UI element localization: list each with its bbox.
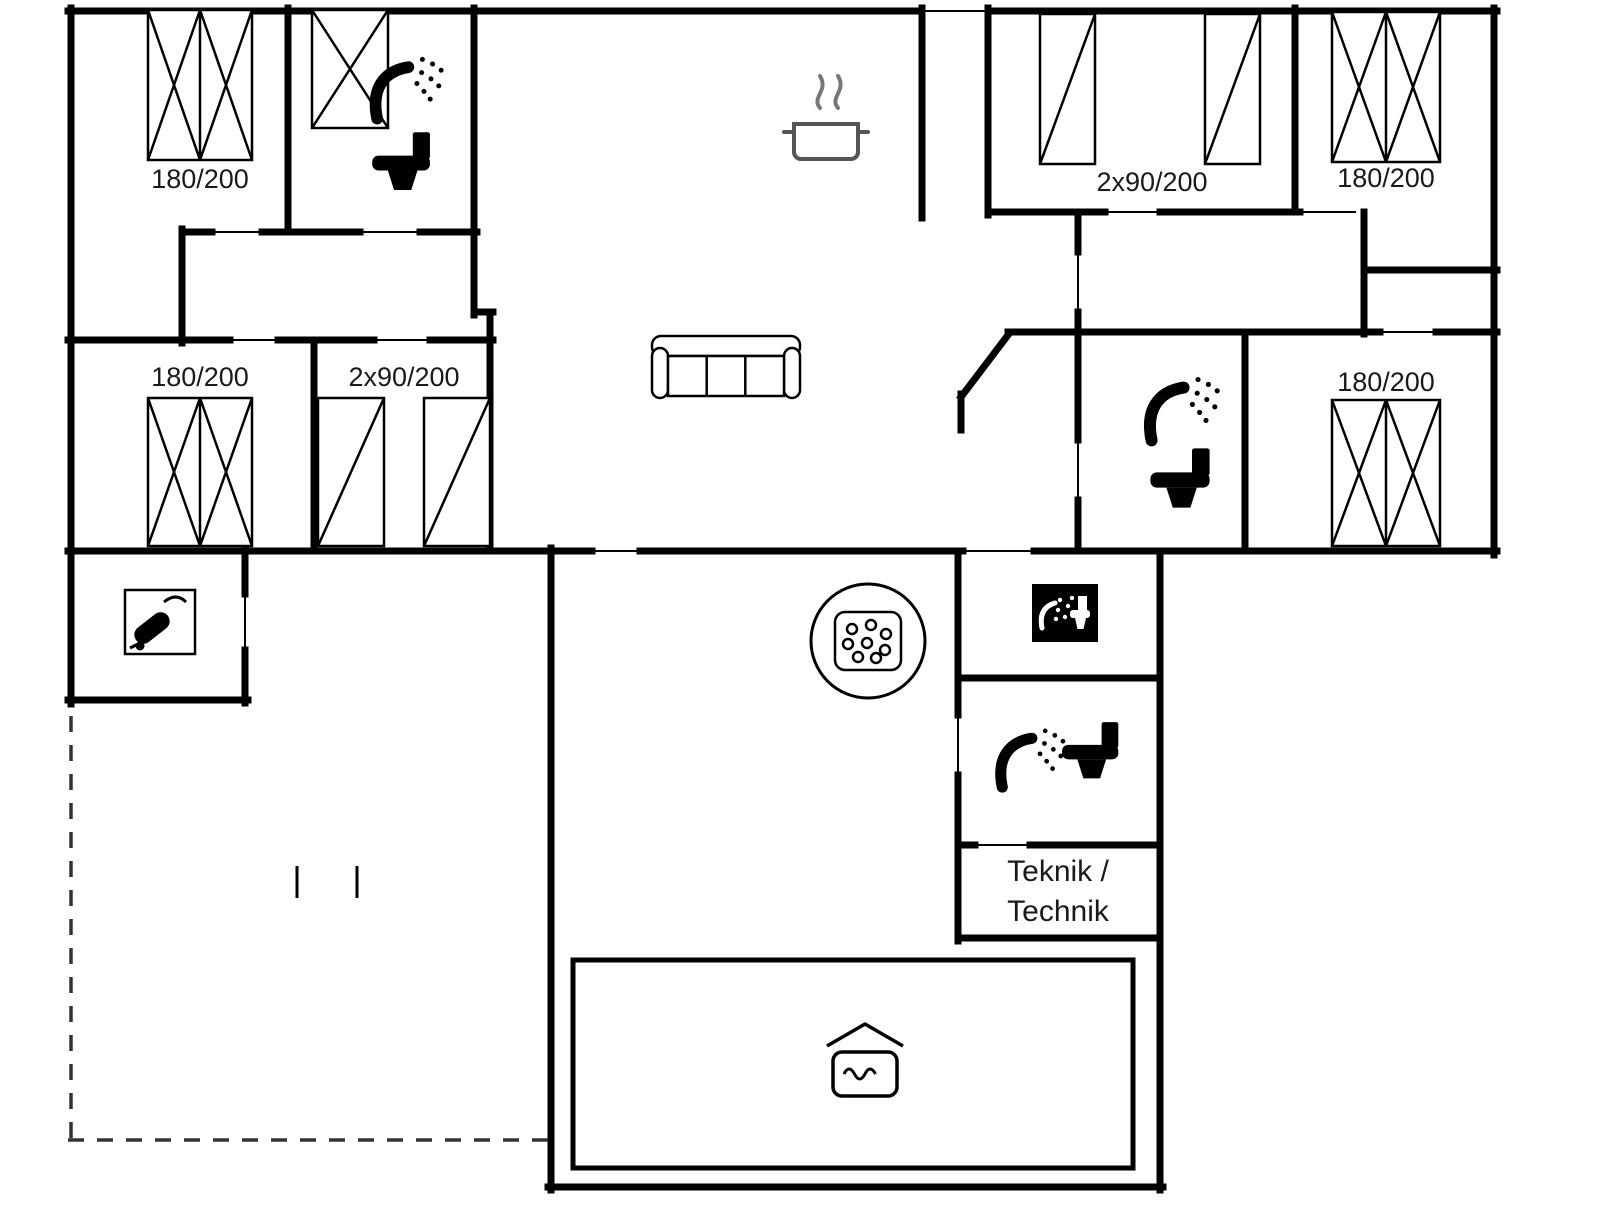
vacuum-cleaner-icon — [123, 588, 197, 656]
single-bed-90x200 — [316, 396, 386, 548]
washing-machine-icon — [1032, 584, 1098, 642]
single-bed-90x200 — [1038, 12, 1097, 166]
whirlpool-icon — [809, 582, 927, 700]
toilet-icon — [1062, 722, 1119, 779]
bed-size-label: 180/200 — [1337, 163, 1435, 193]
shower-icon — [1001, 729, 1066, 788]
bed-size-label: 2x90/200 — [1096, 167, 1207, 197]
door-openings — [212, 10, 1436, 846]
terrace-dashed-boundary — [68, 716, 549, 1142]
shower-cabin — [310, 8, 390, 130]
toilet-icon — [1150, 448, 1210, 508]
bed-size-label: 2x90/200 — [348, 362, 459, 392]
outer-and-interior-walls — [64, 4, 1501, 1194]
bed-size-label: 180/200 — [151, 362, 249, 392]
pool-room — [570, 957, 1136, 1171]
utility-room-label: Technik — [1007, 895, 1110, 928]
double-bed-180x200 — [146, 396, 254, 548]
single-bed-90x200 — [1203, 12, 1262, 166]
shower-icon — [1150, 377, 1220, 440]
utility-room-label: Teknik / — [1007, 855, 1109, 888]
double-bed-180x200 — [1330, 398, 1442, 548]
sofa-icon — [650, 334, 802, 400]
terrace-marks — [295, 866, 359, 898]
double-bed-180x200 — [1330, 10, 1442, 164]
toilet-icon — [372, 132, 430, 190]
single-bed-90x200 — [422, 396, 492, 548]
cooking-pot-icon — [782, 74, 870, 161]
double-bed-180x200 — [146, 8, 254, 162]
pool-icon — [826, 1022, 904, 1098]
bed-size-label: 180/200 — [151, 164, 249, 194]
bed-size-label: 180/200 — [1337, 367, 1435, 397]
